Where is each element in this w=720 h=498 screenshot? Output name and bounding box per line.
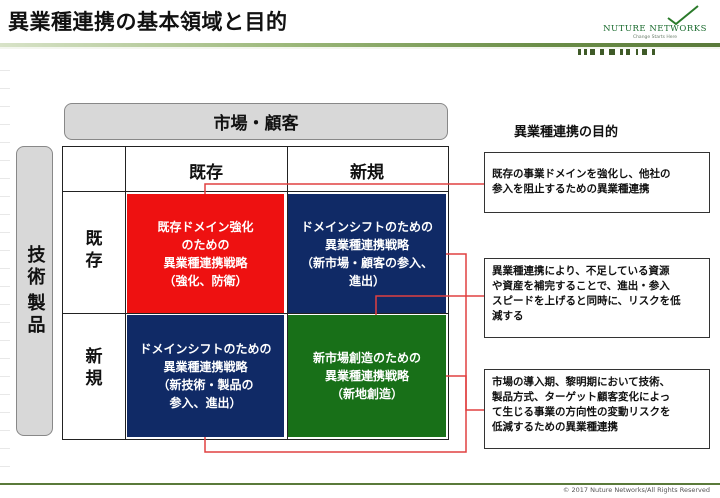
grid-line — [63, 313, 448, 314]
row-label-new: 新 規 — [85, 347, 103, 389]
logo-check-icon — [667, 5, 699, 26]
purpose-box-2: 異業種連携により、不足している資源 や資産を補完することで、進出・参入 スピード… — [484, 258, 710, 338]
tech-axis-header: 技術 製品 — [16, 146, 53, 436]
header-divider — [0, 43, 720, 47]
grid-line — [287, 147, 288, 439]
column-label-new: 新規 — [350, 163, 384, 183]
purpose-box-1: 既存の事業ドメインを強化し、他社の 参入を阻止するための異業種連携 — [484, 152, 710, 213]
grid-line — [125, 147, 126, 439]
logo-name: NUTURE NETWORKS — [603, 24, 707, 34]
quadrant-existing-existing: 既存ドメイン強化 のための 異業種連携戦略 （強化、防衛） — [127, 194, 284, 313]
tech-axis-line2: 製品 — [24, 293, 46, 337]
left-rule-decoration — [0, 70, 10, 470]
logo-tagline: Change Starts Here — [632, 35, 678, 40]
company-logo: NUTURE NETWORKS Change Starts Here — [596, 4, 714, 48]
connector-purpose-3 — [446, 375, 484, 411]
quadrant-existing-new: ドメインシフトのための 異業種連携戦略 （新市場・顧客の参入、 進出） — [288, 194, 446, 313]
row-label-existing: 既 存 — [85, 229, 103, 271]
tech-axis-line1: 技術 — [24, 245, 46, 289]
connector-purpose-2-a — [446, 253, 484, 297]
connector-purpose-2-c — [204, 296, 467, 453]
quadrant-new-new: 新市場創造のための 異業種連携戦略 （新地創造） — [288, 315, 446, 437]
matrix-grid — [62, 146, 449, 440]
column-label-existing: 既存 — [189, 163, 223, 183]
page-title: 異業種連携の基本領域と目的 — [8, 10, 288, 34]
purpose-box-3: 市場の導入期、黎明期において技術、 製品方式、ターゲット顧客変化によっ て生じる… — [484, 369, 710, 449]
footer-copyright: © 2017 Nuture Networks/All Rights Reserv… — [562, 486, 710, 494]
grid-line — [63, 191, 448, 192]
footer-divider — [0, 483, 720, 485]
connector-purpose-1 — [204, 183, 484, 194]
header-divider-light — [0, 47, 720, 49]
connector-purpose-2-b — [375, 295, 466, 315]
quadrant-new-existing: ドメインシフトのための 異業種連携戦略 （新技術・製品の 参入、進出） — [127, 315, 284, 437]
purpose-title: 異業種連携の目的 — [514, 125, 619, 140]
market-axis-header: 市場・顧客 — [64, 103, 448, 140]
